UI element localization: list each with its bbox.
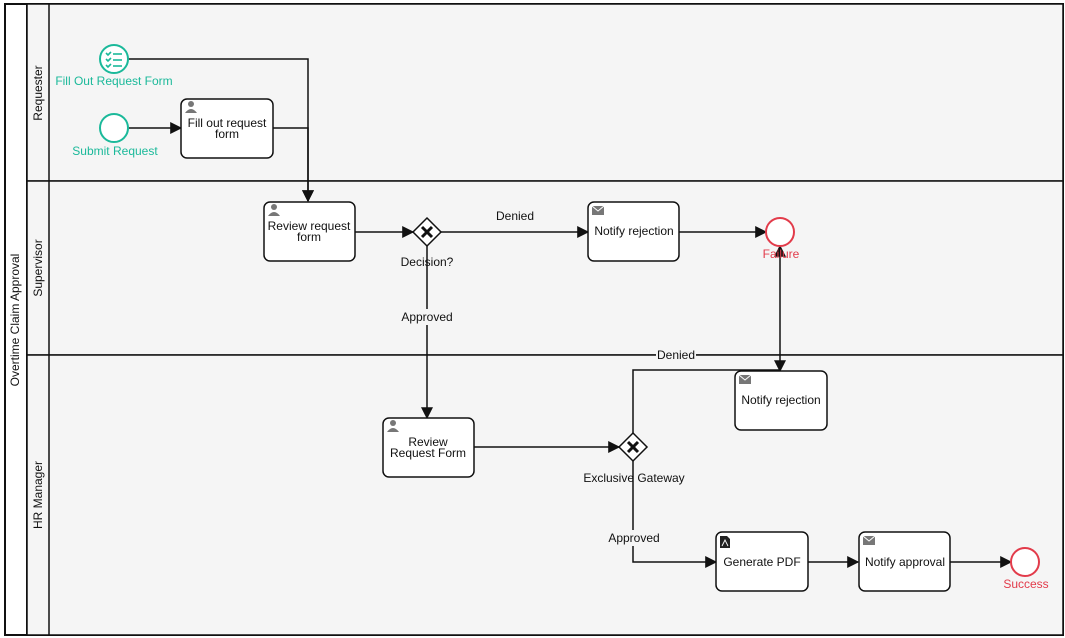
task-label: Notify rejection — [594, 224, 673, 238]
user-icon — [185, 101, 197, 113]
task-fill-out-request-form[interactable]: Fill out request form — [180, 98, 274, 159]
lane-label-hr-manager: HR Manager — [31, 461, 45, 529]
event-label: Failure — [763, 247, 800, 261]
task-label-line2: Request Form — [390, 446, 466, 460]
flow-label-denied-supervisor: Denied — [496, 209, 534, 223]
flow-gateway-approved[interactable] — [632, 461, 718, 568]
task-notify-rejection-hr[interactable]: Notify rejection — [734, 370, 828, 431]
user-icon — [387, 420, 399, 432]
task-label-line2: form — [215, 127, 239, 141]
end-event-failure[interactable]: Failure — [763, 217, 800, 261]
lane-hr-manager[interactable]: HR Manager — [26, 354, 1064, 636]
lane-label-supervisor: Supervisor — [31, 239, 45, 296]
start-event-submit-request[interactable]: Submit Request — [72, 113, 158, 158]
flow-fill-to-review[interactable] — [273, 127, 314, 203]
lane-label-requester: Requester — [31, 65, 45, 120]
task-generate-pdf[interactable]: Generate PDF — [715, 531, 809, 592]
task-label-line1: Review — [408, 435, 448, 449]
checklist-icon — [105, 51, 122, 69]
pool-label: Overtime Claim Approval — [8, 254, 22, 387]
flow-label-denied-hr: Denied — [657, 348, 695, 362]
gateway-label: Exclusive Gateway — [583, 471, 684, 485]
gateway-label: Decision? — [401, 255, 454, 269]
task-label-line1: Fill out request — [188, 116, 267, 130]
start-event-fill-out-request-form[interactable]: Fill Out Request Form — [55, 44, 173, 88]
x-icon — [626, 440, 640, 454]
envelope-icon — [738, 374, 752, 384]
task-review-request-form-hr[interactable]: Review Request Form — [382, 417, 475, 478]
task-review-request-form-supervisor[interactable]: Review request form — [263, 201, 356, 262]
task-notify-approval[interactable]: Notify approval — [858, 531, 951, 592]
envelope-icon — [862, 535, 876, 545]
flow-label-bg — [400, 309, 456, 325]
user-icon — [268, 204, 280, 216]
task-label: Notify rejection — [741, 393, 820, 407]
event-label: Success — [1003, 577, 1048, 591]
end-event-success[interactable]: Success — [1003, 547, 1049, 591]
flow-label-approved-supervisor: Approved — [401, 310, 452, 324]
task-notify-rejection-supervisor[interactable]: Notify rejection — [587, 201, 680, 262]
envelope-icon — [591, 205, 605, 215]
gateway-decision[interactable]: Decision? — [401, 216, 454, 269]
lane-supervisor[interactable]: Supervisor — [26, 180, 1064, 356]
gateway-exclusive[interactable]: Exclusive Gateway — [583, 431, 685, 485]
x-icon — [420, 225, 434, 239]
task-label-line1: Review request — [268, 219, 351, 233]
event-label: Submit Request — [72, 144, 158, 158]
flow-label-bg — [656, 347, 696, 362]
task-label: Notify approval — [865, 555, 945, 569]
flow-label-bg — [606, 530, 662, 546]
task-label-line2: form — [297, 230, 321, 244]
event-label: Fill Out Request Form — [55, 74, 172, 88]
task-label: Generate PDF — [723, 555, 800, 569]
flow-label-approved-hr: Approved — [608, 531, 659, 545]
pdf-icon — [720, 536, 730, 548]
